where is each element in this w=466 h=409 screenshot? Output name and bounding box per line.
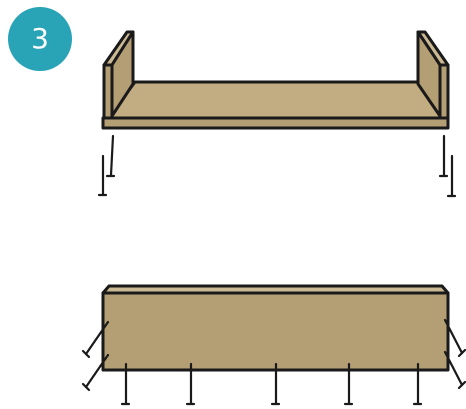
front-panel-assembly [81, 284, 466, 406]
nail-icon [81, 320, 110, 359]
nail-icon [443, 350, 466, 390]
step-number-badge: 3 [8, 7, 72, 71]
shelf-base-top [106, 80, 448, 120]
nail-icon [443, 318, 466, 358]
shelf-left-side-inner [110, 30, 135, 118]
open-shelf-assembly [97, 30, 457, 198]
nail-icon [120, 362, 131, 406]
shelf-right-side-inner [416, 30, 442, 118]
nail-icon [185, 362, 196, 406]
nail-icon [438, 134, 449, 178]
nail-icon [81, 353, 110, 392]
nail-icon [270, 362, 281, 406]
front-panel-face [101, 291, 450, 372]
nail-icon [97, 154, 108, 197]
nail-icon [446, 154, 457, 198]
nail-icon [412, 362, 423, 406]
shelf-base-front-edge [101, 116, 450, 130]
nail-icon [105, 134, 116, 178]
nail-icon [343, 362, 354, 406]
step-number: 3 [31, 22, 49, 55]
